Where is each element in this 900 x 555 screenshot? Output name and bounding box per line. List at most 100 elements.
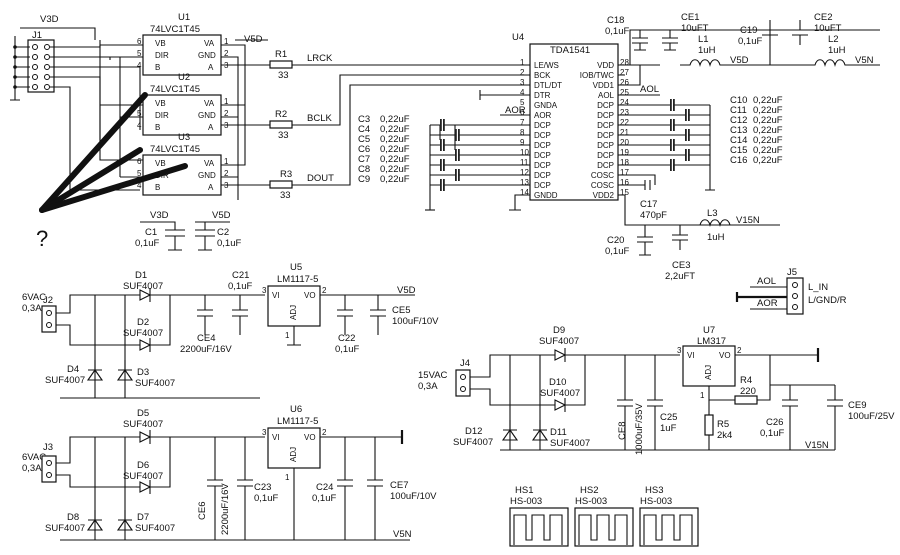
dcp-cap-value: 0,22uF (753, 115, 783, 126)
heatsink-ref: HS2 (580, 485, 598, 496)
dac-pin-num: 8 (520, 128, 525, 137)
dcp-cap-ref: C7 (358, 154, 370, 165)
cap-ce3-ref: CE3 (672, 260, 690, 271)
psu-u6: 6VAC 0,3A J3 D5 SUF4007 D6 SUF4007 D7 SU… (22, 404, 437, 541)
dcp-cap-value: 0,22uF (380, 174, 410, 185)
cap-ce9-value: 100uF/25V (848, 411, 895, 422)
pin-num: 4 (137, 121, 142, 130)
diode-d2-ref: D2 (137, 317, 149, 328)
heatsink-part: HS-003 (510, 496, 542, 507)
dac-part: TDA1541 (550, 45, 590, 56)
cap-c21-ref: C21 (232, 270, 249, 281)
cap-c26-ref: C26 (766, 417, 783, 428)
reg-u7-p3: 3 (677, 346, 682, 355)
dac-pin-name: DCP (597, 161, 614, 170)
dcp-cap-value: 0,22uF (380, 124, 410, 135)
dcp-cap-plate (443, 139, 445, 151)
psu-u5: 6VAC 0,3A J2 D1 SUF4007 D2 SUF4007 D3 SU… (22, 262, 439, 399)
dac-ref: U4 (512, 32, 524, 43)
dac-pin-name: GNDD (534, 191, 558, 200)
reg-u7-ref: U7 (703, 325, 715, 336)
dcp-cap-plate (458, 129, 460, 141)
cap-c26-value: 0,1uF (760, 428, 784, 439)
j3-current: 0,3A (22, 463, 42, 474)
cap-ce6-value: 2200uF/16V (220, 483, 231, 535)
rail-label-v5d-top: V5D (730, 55, 749, 66)
dcp-cap-plate (443, 119, 445, 131)
dcp-cap-ref: C12 (730, 115, 747, 126)
dcp-cap-ref: C3 (358, 114, 370, 125)
cap-c24-ref: C24 (316, 482, 333, 493)
pin-num: 5 (137, 109, 142, 118)
cap-ce1-ref: CE1 (681, 12, 699, 23)
dac-pin-name: DTL/DT (534, 81, 562, 90)
heatsink-outline (574, 507, 634, 547)
dcp-cap-plate (440, 139, 442, 151)
diode-d4-ref: D4 (67, 364, 79, 375)
pin-va: VA (204, 99, 215, 108)
dac-pin-num: 26 (620, 78, 629, 87)
reg-u5-ref: U5 (290, 262, 302, 273)
dac-pin-num: 22 (620, 118, 629, 127)
rail-label-v5n-u6: V5N (393, 529, 412, 540)
pin-num: 1 (224, 97, 229, 106)
cap-c21-value: 0,1uF (228, 281, 252, 292)
pin-dir: DIR (155, 111, 169, 120)
pin-gnd: GND (198, 51, 216, 60)
j5-label-lin: L_IN (808, 282, 828, 293)
dcp-cap-value: 0,22uF (753, 125, 783, 136)
dac-pin-name: DCP (597, 101, 614, 110)
cap-c23-ref: C23 (254, 482, 271, 493)
cap-ce4-ref: CE4 (197, 333, 215, 344)
cap-c18-ref: C18 (607, 15, 624, 26)
rail-label-v3d-j1: V3D (40, 14, 59, 25)
cap-ce4-value: 2200uF/16V (180, 344, 232, 355)
cap-c1: V3D C1 0,1uF (135, 210, 185, 251)
net-label-bclk: BCLK (307, 113, 332, 124)
cap-ce8-value: 1000uF/35V (634, 403, 645, 455)
reg-u6-part: LM1117-5 (277, 416, 318, 427)
reg-u6-p3: 3 (262, 428, 267, 437)
resistor-r5-value: 2k4 (717, 430, 732, 441)
inductor-l1-ref: L1 (698, 34, 709, 45)
diode-d6-part: SUF4007 (123, 471, 163, 482)
dac-pin-num: 19 (620, 148, 629, 157)
cap-c22-value: 0,1uF (335, 344, 359, 355)
dcp-cap-plate (670, 159, 672, 171)
diode-d3-part: SUF4007 (135, 378, 175, 389)
dac-pin-num: 18 (620, 158, 629, 167)
dcp-cap-ref: C8 (358, 164, 370, 175)
diode-d8-part: SUF4007 (45, 523, 85, 534)
reg-u7-vi: VI (687, 351, 695, 360)
buffer-u1-ref: U1 (178, 12, 190, 23)
dac-pin-name: DCP (597, 131, 614, 140)
resistor-r2-ref: R2 (275, 109, 287, 120)
j5-net-aol: AOL (757, 276, 776, 287)
dcp-cap-plate (688, 129, 690, 141)
pin-num: 4 (137, 181, 142, 190)
cap-ce2-value: 10uFT (814, 23, 842, 34)
inductor-l1-value: 1uH (698, 45, 716, 56)
cap-c25-value: 1uF (660, 423, 677, 434)
dac-pin-name: IOB/TWC (580, 71, 614, 80)
pin-vb: VB (155, 159, 166, 168)
cap-c19-ref: C19 (740, 25, 757, 36)
reg-u7-p1: 1 (700, 391, 705, 400)
cap-ce7-ref: CE7 (390, 480, 408, 491)
pin-num: 2 (224, 109, 229, 118)
dac-pin-num: 4 (520, 88, 525, 97)
reg-u7-part: LM317 (697, 336, 726, 347)
dcp-bank-right (618, 99, 715, 191)
dcp-cap-value: 0,22uF (753, 135, 783, 146)
connector-j1-ref: J1 (32, 30, 42, 41)
dcp-cap-value: 0,22uF (753, 145, 783, 156)
cap-c17-value: 470pF (640, 210, 667, 221)
heatsink-fins (513, 514, 563, 545)
resistor-r1-ref: R1 (275, 49, 287, 60)
dac-pin-name: DCP (534, 181, 551, 190)
annotation-question: ? (36, 92, 188, 251)
dac-pin-num: 17 (620, 168, 629, 177)
